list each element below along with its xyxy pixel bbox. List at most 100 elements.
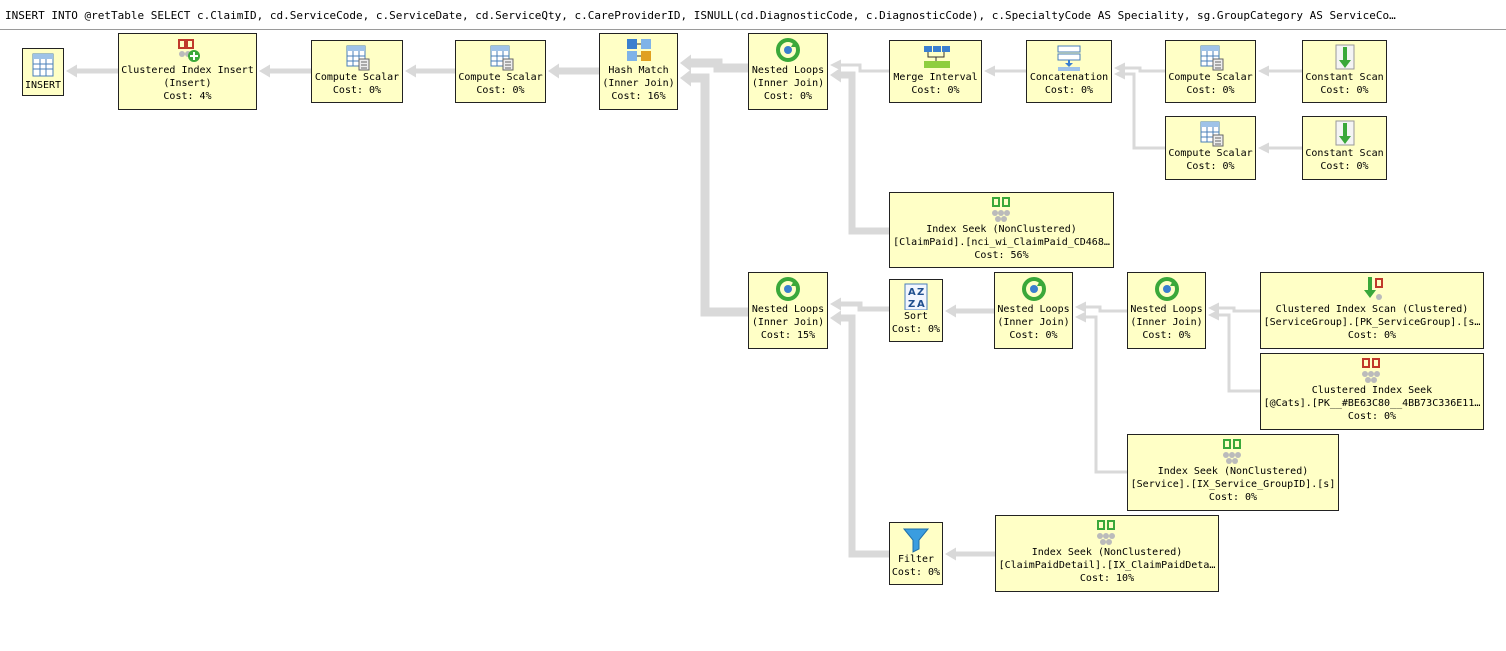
index-seek-icon [991, 197, 1010, 222]
plan-node-hash-match[interactable]: Hash Match (Inner Join) Cost: 16% [599, 33, 678, 110]
node-cost: Cost: 15% [760, 330, 816, 341]
link-hash-to-compute2 [548, 63, 599, 79]
plan-node-index-seek-claimpaiddetail[interactable]: Index Seek (NonClustered) [ClaimPaidDetai… [995, 515, 1219, 592]
plan-node-nested-loops-4[interactable]: Nested Loops (Inner Join) Cost: 0% [1127, 272, 1206, 349]
query-text-bar: INSERT INTO @retTable SELECT c.ClaimID, … [0, 0, 1506, 30]
node-cost: Cost: 4% [163, 91, 212, 102]
link-nl4-to-nl3 [1075, 301, 1127, 313]
nested-loops-icon [776, 38, 800, 62]
plan-node-clustered-index-seek[interactable]: Clustered Index Seek[@Cats].[PK__#BE63C8… [1260, 353, 1484, 430]
node-line1: Index Seek (NonClustered) [1157, 466, 1309, 477]
node-line1: Filter [897, 554, 935, 565]
table-icon [32, 53, 54, 77]
clustered-index-seek-icon [1362, 358, 1380, 383]
plan-node-clustered-index-scan[interactable]: Clustered Index Scan (Clustered)[Service… [1260, 272, 1484, 349]
link-compute2-to-compute1 [405, 64, 455, 78]
svg-text:A: A [917, 299, 925, 310]
node-cost: Cost: 0% [911, 85, 960, 96]
plan-node-nested-loops-1[interactable]: Nested Loops(Inner Join)Cost: 0% [748, 33, 828, 110]
link-nl1-to-hash [680, 54, 748, 73]
clustered-index-insert-icon [177, 39, 200, 62]
node-cost: Cost: 0% [1320, 85, 1369, 96]
svg-text:Z: Z [908, 299, 915, 310]
plan-node-nested-loops-2[interactable]: Nested Loops(Inner Join)Cost: 15% [748, 272, 828, 349]
node-line2: (Insert) [163, 78, 212, 89]
link-filter-to-nl2 [830, 310, 889, 558]
node-line2: [ClaimPaidDetail].[IX_ClaimPaidDeta… [998, 560, 1216, 571]
node-line2: [Service].[IX_Service_GroupID].[s] [1130, 479, 1336, 490]
link-concat-to-merge [984, 65, 1026, 77]
filter-icon [902, 528, 930, 553]
link-nl3-to-sort [945, 304, 994, 318]
link-merge-to-nl1 [830, 59, 889, 73]
compute-scalar-icon [346, 45, 370, 71]
node-line1: Nested Loops [1130, 304, 1203, 315]
node-line2: [ServiceGroup].[PK_ServiceGroup].[s… [1263, 317, 1481, 328]
node-line2: [@Cats].[PK__#BE63C80__4BB73C336E11… [1263, 398, 1481, 409]
hash-match-icon [626, 39, 651, 61]
node-line1: Nested Loops [751, 65, 825, 76]
node-line1: Index Seek (NonClustered) [1031, 547, 1183, 558]
link-const-a-to-cs-a [1258, 65, 1302, 77]
compute-scalar-icon [490, 45, 513, 71]
node-cost: Cost: 0% [1186, 161, 1235, 172]
node-line1: Merge Interval [893, 72, 978, 83]
node-line1: Compute Scalar [1168, 72, 1253, 83]
node-line1: Sort [903, 311, 929, 322]
node-line1: Hash Match [608, 65, 669, 76]
index-seek-icon [1097, 520, 1115, 545]
concatenation-icon [1057, 45, 1081, 71]
link-nl2-to-hash [680, 69, 748, 317]
link-const-b-to-cs-b [1258, 142, 1302, 154]
plan-node-index-seek-claimpaid[interactable]: Index Seek (NonClustered) [ClaimPaid].[nc… [889, 192, 1114, 268]
node-cost: Cost: 0% [1044, 85, 1094, 96]
node-cost: Cost: 0% [1347, 411, 1397, 422]
node-cost: Cost: 0% [1347, 330, 1397, 341]
index-seek-icon [1223, 439, 1241, 464]
nested-loops-icon [776, 277, 800, 301]
node-cost: Cost: 0% [1142, 330, 1191, 341]
nested-loops-icon [1154, 277, 1179, 301]
link-seek-detail-to-filter [945, 547, 995, 561]
node-line1: Compute Scalar [314, 72, 400, 83]
link-compute1-to-ci-insert [259, 64, 311, 78]
query-text: INSERT INTO @retTable SELECT c.ClaimID, … [5, 9, 1396, 22]
link-ci-insert-to-insert [66, 64, 118, 78]
compute-scalar-icon [1200, 121, 1223, 147]
node-cost: Cost: 16% [611, 91, 666, 102]
node-cost: Cost: 10% [1079, 573, 1135, 584]
link-sort-to-nl2 [830, 297, 889, 312]
nested-loops-icon [1021, 277, 1046, 301]
node-cost: Cost: 0% [891, 567, 941, 578]
link-seek-service-to-nl3 [1075, 311, 1127, 474]
node-cost: Cost: 0% [1320, 161, 1369, 172]
node-line1: Constant Scan [1305, 148, 1384, 159]
node-line2: (Inner Join) [997, 317, 1070, 328]
node-line1: Compute Scalar [1168, 148, 1253, 159]
plan-node-insert[interactable]: INSERT [22, 48, 64, 96]
plan-node-nested-loops-3[interactable]: Nested Loops(Inner Join)Cost: 0% [994, 272, 1073, 349]
plan-node-clustered-index-insert[interactable]: Clustered Index Insert(Insert)Cost: 4% [118, 33, 257, 110]
link-cs-b-to-concat [1114, 68, 1165, 150]
node-line1: Index Seek (NonClustered) [926, 224, 1077, 235]
node-line2: (Inner Join) [1130, 317, 1203, 328]
plan-node-index-seek-service[interactable]: Index Seek (NonClustered) [Service].[IX_S… [1127, 434, 1339, 511]
link-seek-claim-to-nl1 [830, 67, 889, 235]
clustered-index-scan-icon [1364, 277, 1383, 300]
node-line2: (Inner Join) [602, 78, 675, 89]
link-ci-scan-to-nl4 [1208, 302, 1260, 314]
node-line1: INSERT [24, 80, 62, 91]
node-line2: [ClaimPaid].[nci_wi_ClaimPaid_CD468… [893, 237, 1110, 248]
